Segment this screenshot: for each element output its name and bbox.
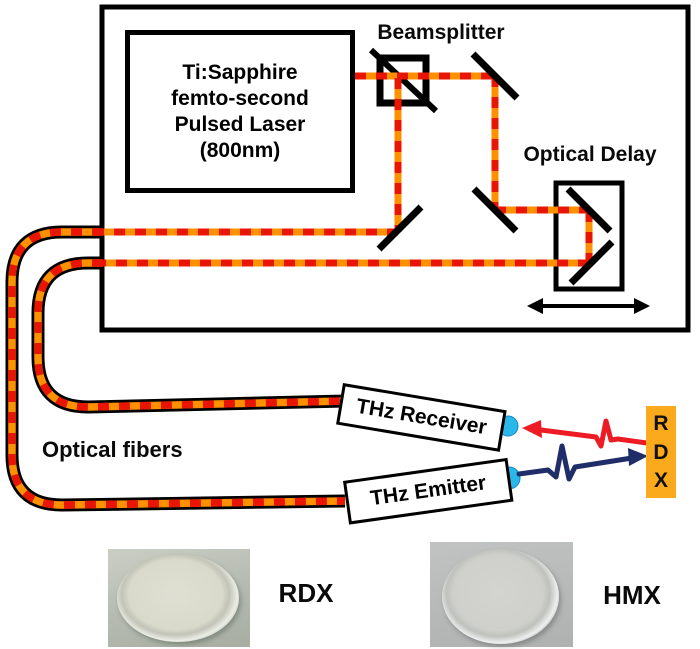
target-letter: D bbox=[653, 440, 669, 464]
laser-label-line: Ti:Sapphire bbox=[182, 60, 298, 84]
rdx-sample-photo bbox=[108, 549, 250, 647]
mirror-icon bbox=[470, 51, 520, 101]
delay-translation-arrow-icon bbox=[527, 298, 650, 314]
optical-fibers-label: Optical fibers bbox=[42, 437, 183, 462]
rdx-sample-caption: RDX bbox=[278, 578, 334, 608]
enclosure-box bbox=[99, 4, 691, 333]
hmx-pellet-ring bbox=[442, 549, 559, 644]
hmx-sample-photo bbox=[430, 542, 573, 647]
optical-delay-box bbox=[553, 180, 625, 292]
laser-label-line: (800nm) bbox=[199, 138, 281, 162]
laser-source-box: Ti:Sapphire femto-second Pulsed Laser (8… bbox=[125, 30, 355, 193]
laser-label-line: femto-second bbox=[171, 86, 309, 110]
delay-mirror-icon bbox=[568, 239, 615, 286]
reflected-thz-pulse-arrow bbox=[522, 418, 650, 449]
beamsplitter-label: Beamsplitter bbox=[377, 21, 505, 44]
target-letter: R bbox=[653, 412, 669, 436]
optical-fiber-to-emitter bbox=[5, 225, 346, 512]
rdx-pellet-ring bbox=[117, 554, 239, 642]
beamsplitter-icon bbox=[368, 47, 439, 114]
laser-beams bbox=[103, 72, 593, 267]
mirror-icon bbox=[471, 186, 519, 234]
rdx-target-box: R D X bbox=[646, 406, 676, 498]
optical-fiber-to-receiver bbox=[31, 256, 347, 414]
laser-label-line: Pulsed Laser bbox=[174, 112, 306, 136]
thz-emitter-label: THz Emitter bbox=[368, 471, 488, 511]
mirror-icon bbox=[376, 204, 424, 252]
delay-mirror-icon bbox=[565, 186, 613, 234]
emitted-thz-pulse-arrow bbox=[516, 443, 648, 482]
target-letter: X bbox=[653, 468, 668, 492]
hmx-sample-caption: HMX bbox=[603, 580, 661, 610]
optical-delay-label: Optical Delay bbox=[523, 143, 657, 166]
